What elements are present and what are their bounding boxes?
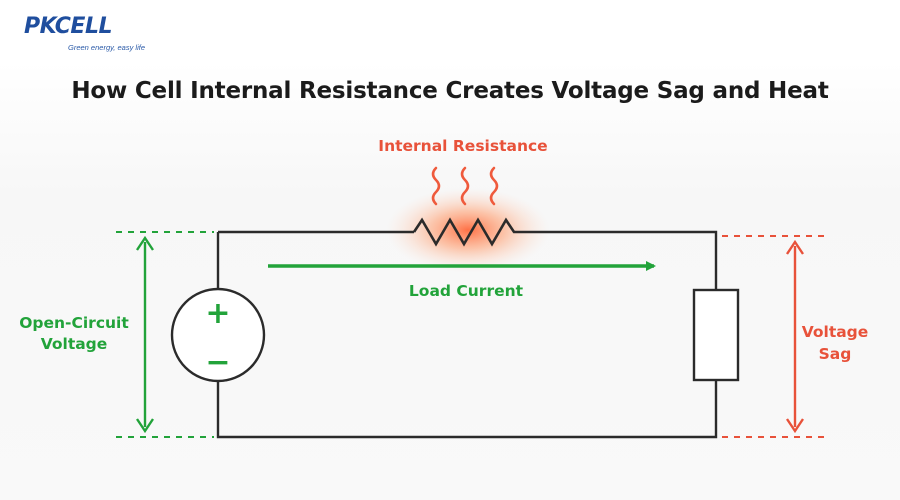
open-circuit-label-line2: Voltage <box>41 335 108 353</box>
voltage-sag-label-line2: Sag <box>819 345 852 363</box>
load-resistor-symbol <box>692 288 740 382</box>
open-circuit-label-line1: Open-Circuit <box>19 314 129 332</box>
voltage-sag-measure-arrow <box>786 239 804 434</box>
voltage-sag-guides <box>722 235 826 438</box>
internal-resistance-label: Internal Resistance <box>378 137 547 155</box>
background-panel <box>0 62 900 500</box>
brand-name: PKCELL <box>24 14 112 39</box>
pkcell-logo: PKCELL Green energy, easy life <box>24 14 154 54</box>
minus-sign: − <box>205 345 230 380</box>
circuit-wires <box>216 230 718 439</box>
brand-tagline: Green energy, easy life <box>68 43 145 52</box>
plus-sign: + <box>205 296 230 331</box>
voltage-sag-label-line1: Voltage <box>802 323 869 341</box>
load-current-label: Load Current <box>409 282 524 300</box>
heat-waves-icon <box>431 166 499 206</box>
diagram-title: How Cell Internal Resistance Creates Vol… <box>71 78 829 104</box>
open-circuit-measure-arrow <box>136 235 154 434</box>
voltage-source-symbol <box>170 287 266 383</box>
resistor-symbol <box>412 217 520 247</box>
open-circuit-guides <box>116 231 214 438</box>
heat-glow <box>386 188 550 272</box>
